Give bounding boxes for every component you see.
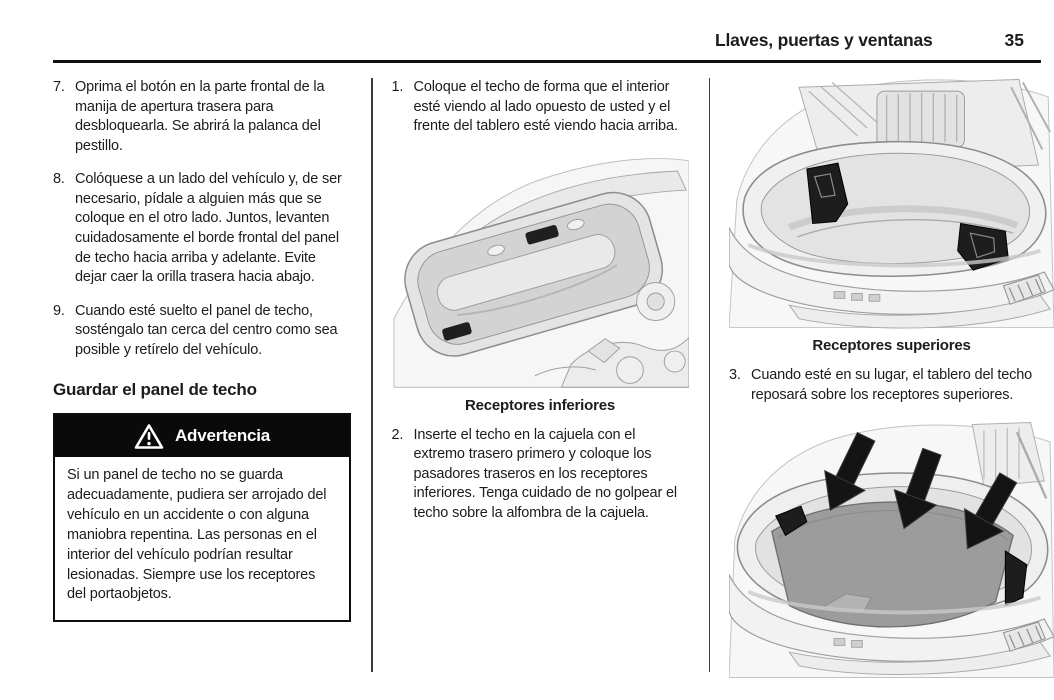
warning-box: Advertencia Si un panel de techo no se g…	[53, 413, 351, 623]
section-heading: Guardar el panel de techo	[53, 380, 257, 400]
warning-body-text: Si un panel de techo no se guarda adecua…	[67, 467, 327, 603]
list-item-text: Cuando esté suelto el panel de techo, so…	[75, 302, 338, 358]
warning-triangle-icon	[134, 423, 164, 450]
list-item-1: 1. Coloque el techo de forma que el inte…	[392, 78, 689, 137]
figure-caption-lower-receivers: Receptores inferiores	[464, 396, 616, 414]
list-item-2: 2. Inserte el techo en la cajuela con el…	[392, 426, 689, 524]
header-rule	[53, 60, 1041, 63]
list-item-8: 8. Colóquese a un lado del vehículo y, d…	[53, 170, 351, 287]
page-columns: 7. Oprima el botón en la parte frontal d…	[0, 64, 1054, 700]
roof-panel-stowed-illustration	[729, 422, 1054, 679]
warning-title: Advertencia	[174, 426, 271, 446]
column-divider-1	[371, 78, 373, 672]
column-divider-2	[708, 78, 710, 672]
list-item-number: 1.	[391, 79, 404, 95]
list-item-number: 8.	[53, 171, 65, 188]
page-header: Llaves, puertas y ventanas 35	[53, 30, 1024, 51]
lower-receivers-illustration	[392, 157, 689, 388]
page-number: 35	[1004, 30, 1024, 50]
list-item-number: 9.	[53, 302, 65, 319]
list-item-text: Coloque el techo de forma que el interio…	[413, 79, 678, 135]
list-item-number: 2.	[391, 426, 404, 443]
column-right: Receptores superiores 3. Cuando esté en …	[710, 78, 1054, 700]
list-item-3: 3. Cuando esté en su lugar, el tablero d…	[729, 366, 1054, 405]
column-middle: 1. Coloque el techo de forma que el inte…	[373, 78, 709, 700]
section-title: Llaves, puertas y ventanas	[714, 30, 933, 50]
list-item-9: 9. Cuando esté suelto el panel de techo,…	[53, 302, 351, 361]
list-item-text: Cuando esté en su lugar, el tablero del …	[751, 367, 1033, 403]
list-item-text: Colóquese a un lado del vehículo y, de s…	[75, 171, 342, 286]
list-item-number: 3.	[729, 367, 741, 383]
list-item-7: 7. Oprima el botón en la parte frontal d…	[53, 78, 351, 156]
list-item-number: 7.	[53, 79, 65, 95]
figure-caption-upper-receivers: Receptores superiores	[812, 337, 971, 354]
column-left: 7. Oprima el botón en la parte frontal d…	[53, 78, 371, 700]
warning-box-header: Advertencia	[55, 415, 349, 458]
list-item-text: Inserte el techo en la cajuela con el ex…	[413, 426, 678, 521]
list-item-text: Oprima el botón en la parte frontal de l…	[75, 79, 325, 154]
upper-receivers-illustration	[729, 78, 1054, 329]
